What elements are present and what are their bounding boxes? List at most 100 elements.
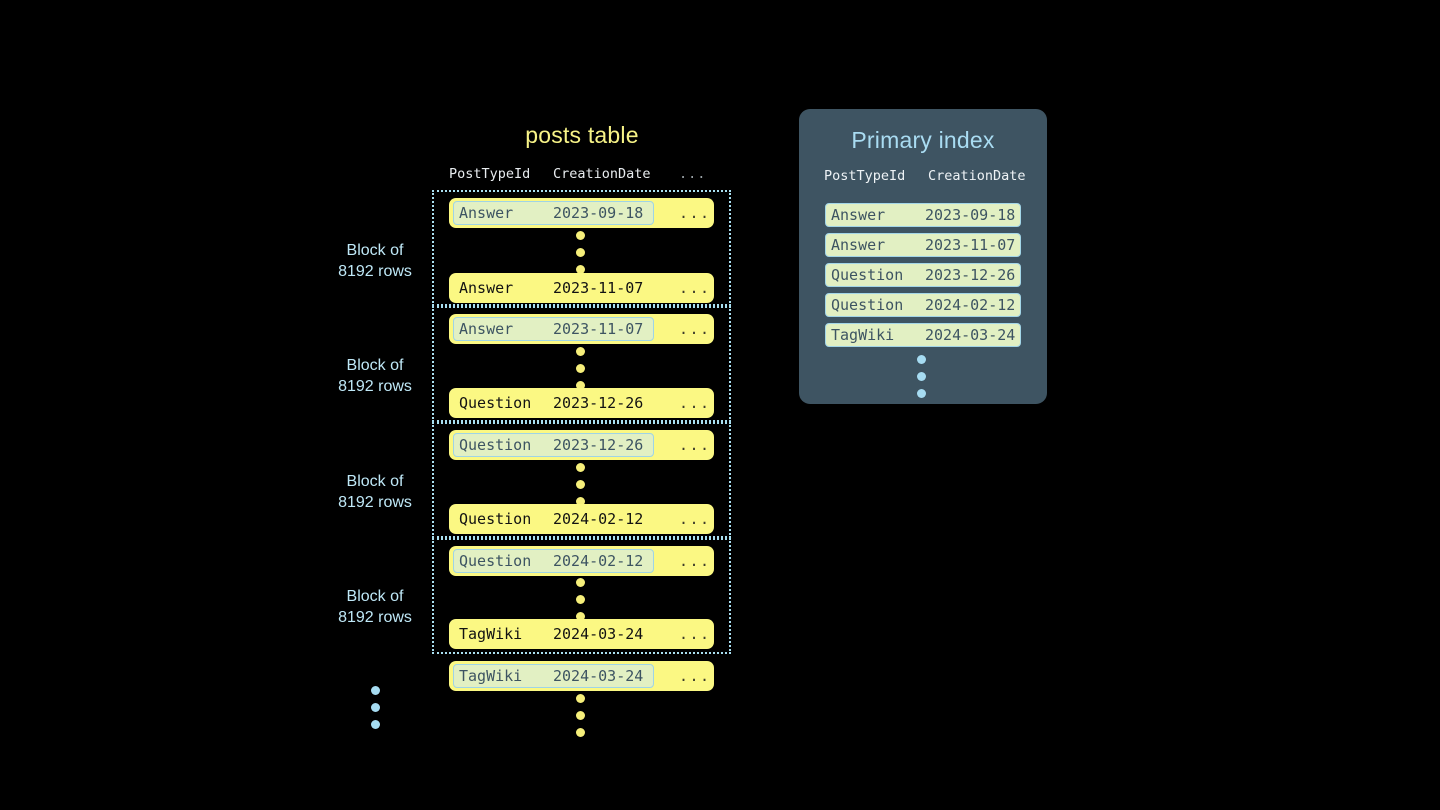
index-cell-posttypeid: TagWiki: [831, 326, 895, 344]
cell-creationdate: 2024-03-24: [553, 667, 644, 685]
dot: [576, 728, 585, 737]
dot: [576, 248, 585, 257]
table-row[interactable]: Answer 2023-11-07 ...: [449, 273, 714, 303]
block-label-2: Block of 8192 rows: [300, 355, 450, 397]
posts-table-title: posts table: [525, 122, 639, 148]
table-block-3: [432, 422, 731, 538]
dot: [371, 720, 380, 729]
index-match-highlight: [453, 549, 654, 573]
posts-table-column-headers: PostTypeId CreationDate ...: [449, 166, 714, 186]
cell-posttypeid: TagWiki: [459, 625, 523, 643]
table-row[interactable]: Answer 2023-11-07 ...: [449, 314, 714, 344]
column-header-ellipsis: ...: [679, 166, 707, 182]
dot: [576, 231, 585, 240]
table-row-trailing[interactable]: TagWiki 2024-03-24 ...: [449, 661, 714, 691]
dot: [917, 372, 926, 381]
cell-posttypeid: Answer: [459, 279, 514, 297]
index-cell-posttypeid: Answer: [831, 236, 886, 254]
block-label-4-line2: 8192 rows: [338, 609, 412, 626]
index-cell-posttypeid: Question: [831, 266, 904, 284]
index-column-header-creationdate: CreationDate: [928, 168, 1026, 184]
dot: [576, 694, 585, 703]
cell-posttypeid: Question: [459, 436, 532, 454]
dot: [576, 364, 585, 373]
cell-posttypeid: Answer: [459, 204, 514, 222]
block-label-1-line2: 8192 rows: [338, 263, 412, 280]
index-cell-creationdate: 2023-11-07: [925, 236, 1016, 254]
cell-ellipsis: ...: [679, 394, 711, 412]
cell-ellipsis: ...: [679, 667, 711, 685]
cell-creationdate: 2023-11-07: [553, 279, 644, 297]
block-label-2-line2: 8192 rows: [338, 378, 412, 395]
index-match-highlight: [453, 317, 654, 341]
index-row[interactable]: Answer 2023-09-18: [825, 203, 1021, 227]
cell-ellipsis: ...: [679, 552, 711, 570]
index-match-highlight: [453, 664, 654, 688]
cell-posttypeid: Question: [459, 552, 532, 570]
vertical-ellipsis-dots: [576, 347, 588, 398]
dot: [576, 595, 585, 604]
index-cell-posttypeid: Answer: [831, 206, 886, 224]
index-column-header-posttypeid: PostTypeId: [824, 168, 906, 184]
block-label-3-line2: 8192 rows: [338, 494, 412, 511]
dot: [576, 578, 585, 587]
cell-ellipsis: ...: [679, 625, 711, 643]
table-block-2: [432, 306, 731, 422]
block-label-4-line1: Block of: [346, 588, 404, 605]
table-row[interactable]: Answer 2023-09-18 ...: [449, 198, 714, 228]
block-label-2-line1: Block of: [346, 357, 404, 374]
vertical-ellipsis-dots: [576, 578, 588, 629]
dot: [576, 497, 585, 506]
block-label-4: Block of 8192 rows: [300, 586, 450, 628]
dot: [917, 389, 926, 398]
cell-ellipsis: ...: [679, 510, 711, 528]
cell-ellipsis: ...: [679, 436, 711, 454]
block-label-1-line1: Block of: [346, 242, 404, 259]
table-row[interactable]: Question 2023-12-26 ...: [449, 388, 714, 418]
block-label-3-line1: Block of: [346, 473, 404, 490]
cell-creationdate: 2024-03-24: [553, 625, 644, 643]
column-header-creationdate: CreationDate: [553, 166, 651, 182]
cell-creationdate: 2023-12-26: [553, 394, 644, 412]
cell-creationdate: 2023-12-26: [553, 436, 644, 454]
blocks-continue-dots: [371, 686, 383, 737]
index-cell-posttypeid: Question: [831, 296, 904, 314]
cell-creationdate: 2023-11-07: [553, 320, 644, 338]
table-continues-dots: [576, 694, 588, 745]
cell-creationdate: 2024-02-12: [553, 510, 644, 528]
index-row[interactable]: Answer 2023-11-07: [825, 233, 1021, 257]
index-cell-creationdate: 2024-03-24: [925, 326, 1016, 344]
block-label-1: Block of 8192 rows: [300, 240, 450, 282]
cell-ellipsis: ...: [679, 320, 711, 338]
index-continues-dots: [917, 355, 929, 406]
table-row[interactable]: Question 2023-12-26 ...: [449, 430, 714, 460]
vertical-ellipsis-dots: [576, 231, 588, 282]
dot: [371, 686, 380, 695]
dot: [576, 711, 585, 720]
index-match-highlight: [453, 201, 654, 225]
cell-creationdate: 2024-02-12: [553, 552, 644, 570]
index-cell-creationdate: 2024-02-12: [925, 296, 1016, 314]
vertical-ellipsis-dots: [576, 463, 588, 514]
table-row[interactable]: TagWiki 2024-03-24 ...: [449, 619, 714, 649]
dot: [576, 612, 585, 621]
dot: [917, 355, 926, 364]
dot: [371, 703, 380, 712]
index-cell-creationdate: 2023-12-26: [925, 266, 1016, 284]
primary-index-panel: Primary index PostTypeId CreationDate An…: [799, 109, 1047, 404]
cell-posttypeid: Answer: [459, 320, 514, 338]
index-row[interactable]: Question 2023-12-26: [825, 263, 1021, 287]
table-row[interactable]: Question 2024-02-12 ...: [449, 546, 714, 576]
cell-posttypeid: TagWiki: [459, 667, 523, 685]
block-label-3: Block of 8192 rows: [300, 471, 450, 513]
table-block-4: [432, 538, 731, 654]
index-row[interactable]: TagWiki 2024-03-24: [825, 323, 1021, 347]
table-row[interactable]: Question 2024-02-12 ...: [449, 504, 714, 534]
cell-posttypeid: Question: [459, 510, 532, 528]
cell-ellipsis: ...: [679, 204, 711, 222]
cell-posttypeid: Question: [459, 394, 532, 412]
index-cell-creationdate: 2023-09-18: [925, 206, 1016, 224]
dot: [576, 381, 585, 390]
index-row[interactable]: Question 2024-02-12: [825, 293, 1021, 317]
